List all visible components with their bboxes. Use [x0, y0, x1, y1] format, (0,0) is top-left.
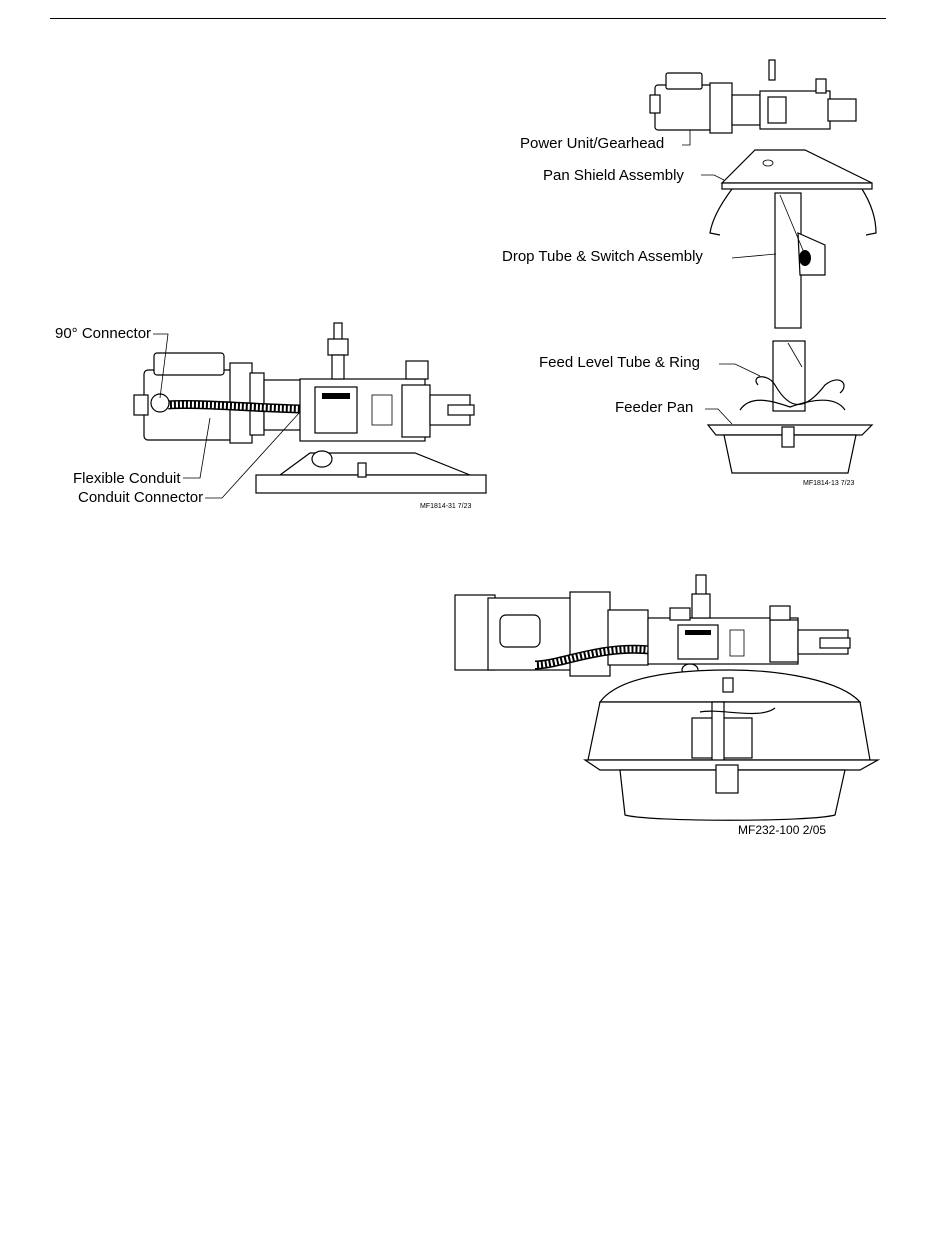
figure-3-assembled-feeder — [450, 570, 890, 850]
figure-3-code: MF232-100 2/05 — [738, 824, 826, 837]
